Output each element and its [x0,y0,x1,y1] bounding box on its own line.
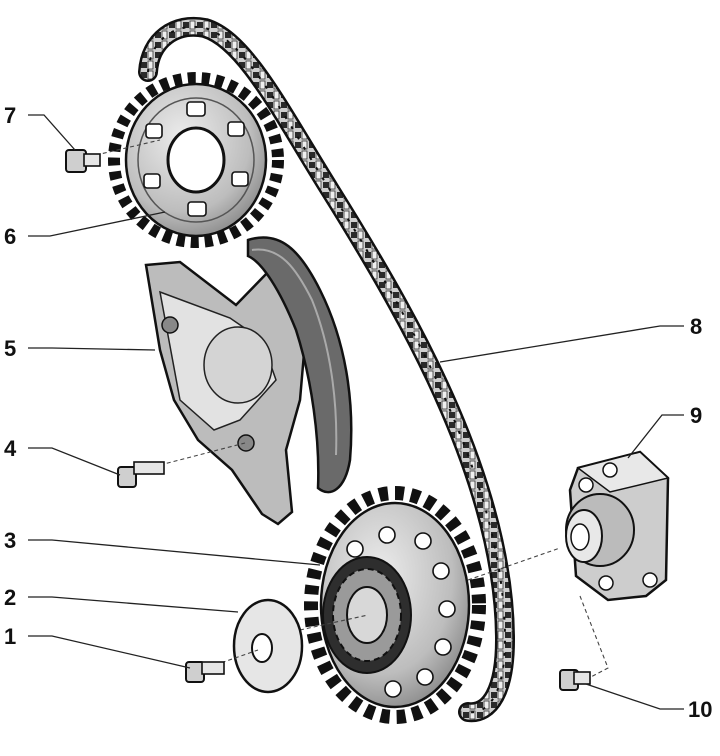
bolt-4 [117,442,246,488]
callout-3: 3 [4,528,16,553]
leader-lines [28,114,684,710]
camshaft-sprocket [108,72,284,248]
callout-7: 7 [4,103,16,128]
callout-labels: 7 6 5 4 3 2 1 8 9 10 [4,103,712,722]
bolt-7 [65,139,161,173]
timing-chain [138,16,516,723]
callout-5: 5 [4,336,16,361]
callout-2: 2 [4,585,16,610]
alignment-line [467,547,561,581]
callout-10: 10 [688,697,712,722]
callout-6: 6 [4,224,16,249]
crankshaft-sprocket [304,486,486,724]
chain-tensioner [144,236,353,526]
callout-1: 1 [4,624,16,649]
bolt-10 [559,595,609,691]
callout-9: 9 [690,403,702,428]
callout-4: 4 [4,436,17,461]
bearing-flange [565,450,670,602]
thrust-washer [232,598,369,694]
bolt-1 [185,649,259,683]
callout-8: 8 [690,314,702,339]
